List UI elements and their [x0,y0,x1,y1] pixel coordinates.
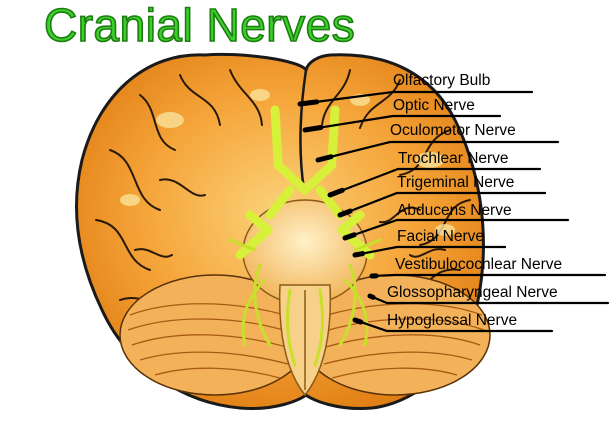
pointer-line-glossopharyngeal [368,294,610,305]
label-optic: Optic Nerve [393,97,475,114]
label-oculomotor: Oculomotor Nerve [390,122,516,139]
pointer-line-hypoglossal [353,318,554,333]
label-olfactory: Olfactory Bulb [393,72,491,89]
label-trigeminal: Trigeminal Nerve [397,174,515,191]
pointer-line-optic [303,114,502,132]
pointer-tip-glossopharyngeal [367,293,376,300]
pointer-line-olfactory [298,90,534,106]
nerve-roots [228,238,382,367]
pointer-line-facial [353,245,507,257]
pointer-tip-olfactory [297,99,320,107]
pointer-tip-hypoglossal [352,317,364,325]
pointer-line-vestibulocochlear [370,273,607,278]
cerebellum [119,274,491,396]
pointer-line-trochlear [328,167,542,197]
pointer-line-oculomotor [316,140,560,162]
pointer-line-abducens [343,218,570,240]
longitudinal-fissure [299,69,308,191]
label-facial: Facial Nerve [397,228,484,245]
pointer-tip-trochlear [327,187,345,198]
diagram-title: Cranial Nerves [43,0,356,51]
label-abducens: Abducens Nerve [397,202,512,219]
pointer-tip-optic [302,124,324,133]
pointer-tip-oculomotor [315,154,334,163]
pointer-tip-abducens [342,232,357,241]
label-trochlear: Trochlear Nerve [398,150,509,167]
pointer-lines [297,90,610,333]
label-hypoglossal: Hypoglossal Nerve [387,312,518,329]
pointer-line-trigeminal [338,191,547,217]
pointer-tip-trigeminal [337,208,353,218]
label-glossopharyngeal: Glossopharyngeal Nerve [387,284,558,301]
pointer-tip-facial [352,251,366,258]
label-vestibulocochlear: Vestibulocochlear Nerve [395,256,563,273]
brain-highlights [120,89,455,236]
